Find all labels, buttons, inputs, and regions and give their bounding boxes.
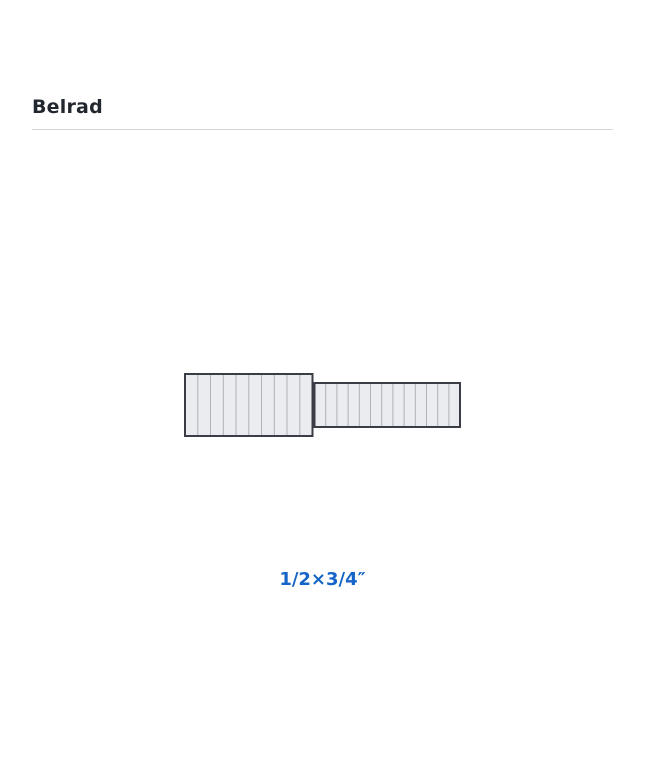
small-section-body (313, 382, 461, 428)
large-threaded-section (184, 373, 314, 437)
large-section-threads (197, 375, 301, 435)
page-header: Belrad (32, 96, 613, 130)
small-section-threads (325, 384, 450, 426)
small-threaded-section (313, 382, 461, 428)
brand-name: Belrad (32, 96, 103, 118)
size-label: 1/2×3/4″ (279, 569, 366, 590)
